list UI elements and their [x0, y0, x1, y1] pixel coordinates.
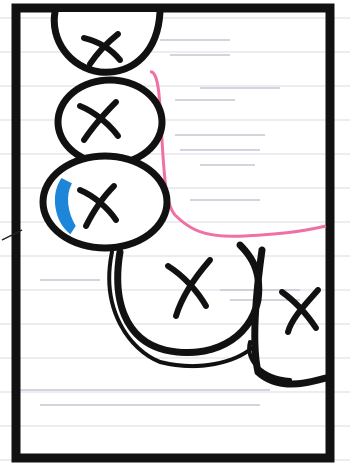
circle-second: [58, 80, 162, 164]
circle-third: [43, 156, 167, 248]
